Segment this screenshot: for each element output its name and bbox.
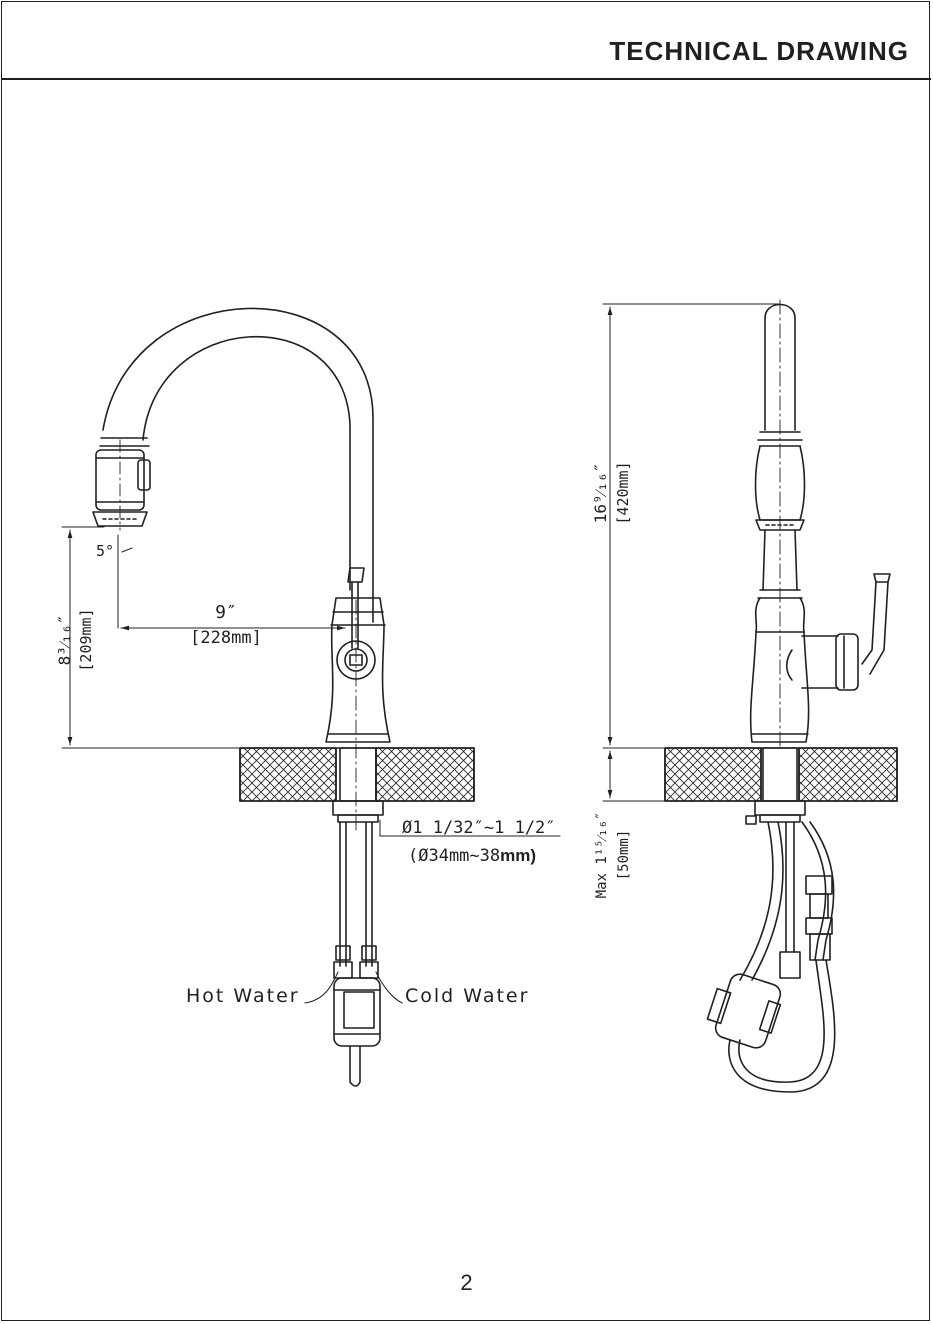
side-quick-connector — [806, 876, 832, 894]
hole-diameter-imperial: Ø1 1/32″~1 1/2″ — [402, 818, 556, 838]
side-supply-hoses — [707, 822, 834, 1092]
clearance-imperial: 8³⁄₁₆″ — [55, 615, 74, 666]
front-hose-weight — [334, 978, 380, 1046]
side-view-faucet — [751, 300, 890, 748]
clearance-metric: [209mm] — [77, 608, 95, 671]
height-metric: [420mm] — [614, 461, 632, 524]
front-countertop — [240, 748, 474, 822]
front-spout-inner — [143, 337, 350, 590]
hot-water-leader — [305, 972, 338, 1003]
side-countertop — [665, 748, 897, 824]
reach-imperial: 9″ — [215, 602, 237, 623]
hot-water-label: Hot Water — [186, 985, 300, 1007]
side-hose-weight — [713, 972, 783, 1051]
reach-metric: [228mm] — [190, 628, 262, 648]
height-imperial: 16⁹⁄₁₆″ — [591, 463, 610, 523]
cold-water-label: Cold Water — [405, 985, 529, 1007]
angle-label: 5° — [96, 542, 114, 560]
max-deck-metric: [50mm] — [616, 830, 632, 881]
side-dimensions — [603, 304, 780, 801]
hole-diameter-metric-value: (Ø34mm~38 — [408, 846, 500, 866]
side-lever — [874, 574, 890, 582]
side-handle-cap — [836, 634, 858, 690]
page-number: 2 — [0, 1270, 933, 1296]
hole-diameter-metric: (Ø34mm~38mm) — [408, 846, 536, 866]
max-deck-imperial: Max 1¹⁵⁄₁₆″ — [594, 812, 610, 899]
hole-diameter-metric-unit: mm) — [500, 846, 536, 865]
front-supply-lines — [334, 822, 380, 1086]
